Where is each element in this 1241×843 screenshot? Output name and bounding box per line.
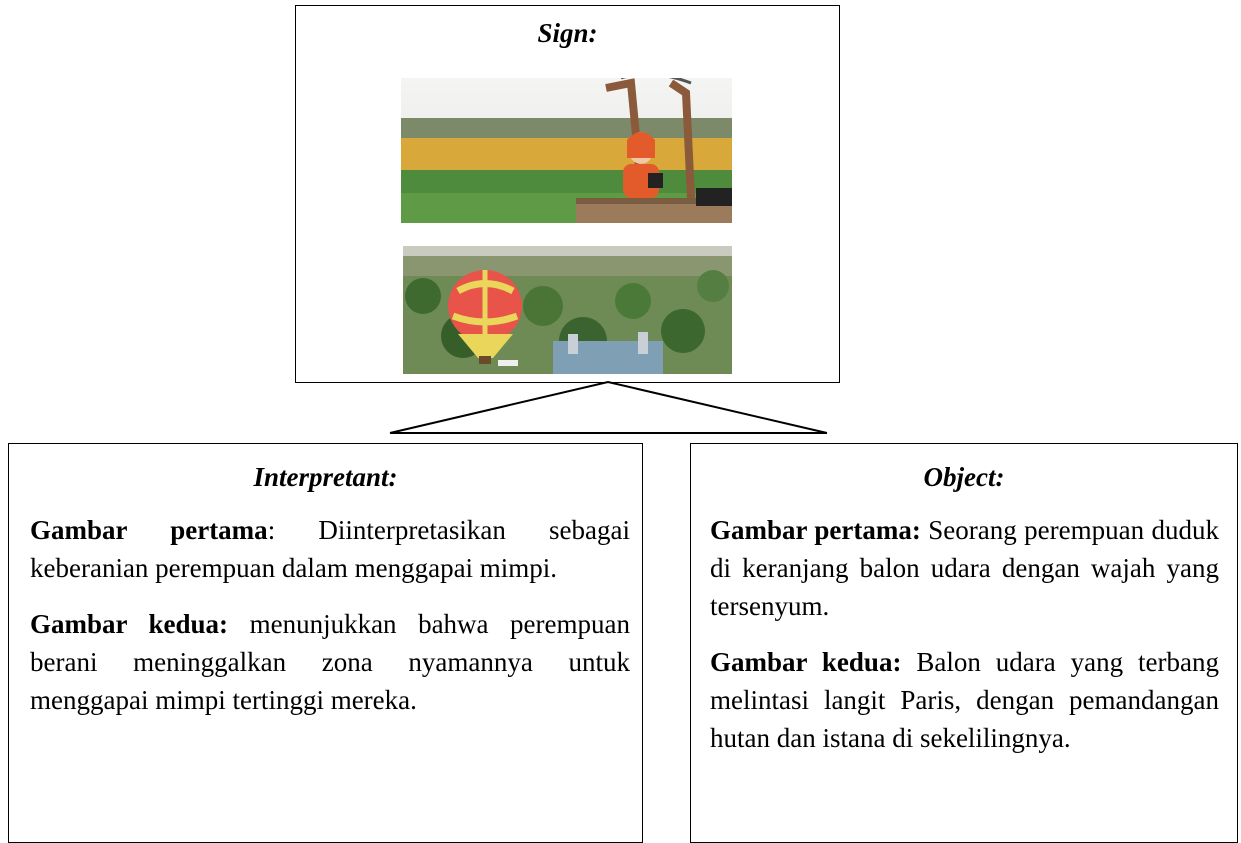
object-second-image-text: Gambar kedua: Balon udara yang terbang m…: [691, 643, 1237, 757]
object-second-image-label: Gambar kedua:: [710, 647, 902, 677]
object-box: Object: Gambar pertama: Seorang perempua…: [690, 443, 1238, 843]
woman-in-balloon-basket-illustration: [401, 78, 732, 223]
interpretant-second-image-label: Gambar kedua:: [30, 609, 229, 639]
object-first-image-label: Gambar pertama:: [710, 515, 921, 545]
interpretant-first-image-text: Gambar pertama: Diinterpretasikan sebaga…: [9, 511, 642, 587]
interpretant-second-image-description: menunjukkan bahwa perempuan berani menin…: [30, 609, 631, 715]
interpretant-first-image-description: : Diinterpretasikan sebagai keberanian p…: [30, 515, 630, 583]
interpretant-title: Interpretant:: [253, 462, 398, 492]
sign-title: Sign:: [537, 18, 598, 48]
interpretant-second-image-text: Gambar kedua: menunjukkan bahwa perempua…: [9, 605, 642, 719]
connector-triangle: [389, 380, 828, 434]
interpretant-first-image-label: Gambar pertama: [30, 515, 268, 545]
woman-in-balloon-basket-photo: [401, 78, 732, 223]
object-second-image-description: Balon udara yang terbang melintasi langi…: [710, 647, 1220, 753]
object-first-image-description: Seorang perempuan duduk di keranjang bal…: [710, 515, 1220, 621]
object-first-image-text: Gambar pertama: Seorang perempuan duduk …: [691, 511, 1237, 625]
interpretant-box: Interpretant: Gambar pertama: Diinterpre…: [8, 443, 643, 843]
sign-box: Sign:: [295, 5, 840, 383]
hot-air-balloon-illustration: [403, 246, 732, 374]
object-title: Object:: [923, 462, 1005, 492]
hot-air-balloon-over-forest-photo: [403, 246, 732, 374]
